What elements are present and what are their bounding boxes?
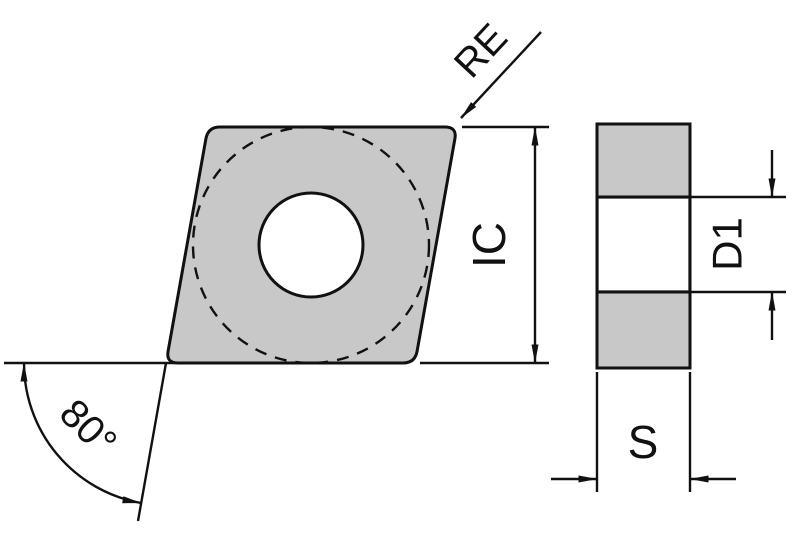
angle-annotation: 80° (20, 362, 142, 505)
center-hole (257, 191, 365, 299)
front-view (4, 125, 457, 522)
angle-label: 80° (51, 391, 125, 465)
s-dimension: S (551, 372, 736, 492)
re-leader-arrow (460, 31, 542, 119)
side-view (595, 122, 692, 370)
re-annotation: RE (446, 16, 542, 119)
d1-dimension: D1 (690, 150, 786, 340)
ic-label: IC (463, 222, 515, 268)
re-label: RE (446, 16, 516, 87)
edge-extension-line (136, 362, 168, 522)
side-view-hole-band (599, 199, 688, 290)
angle-arc (20, 362, 142, 505)
d1-label: D1 (704, 217, 751, 271)
inscribed-circle-dashed (191, 125, 431, 365)
s-label: S (628, 416, 659, 468)
ic-dimension: IC (420, 125, 549, 365)
